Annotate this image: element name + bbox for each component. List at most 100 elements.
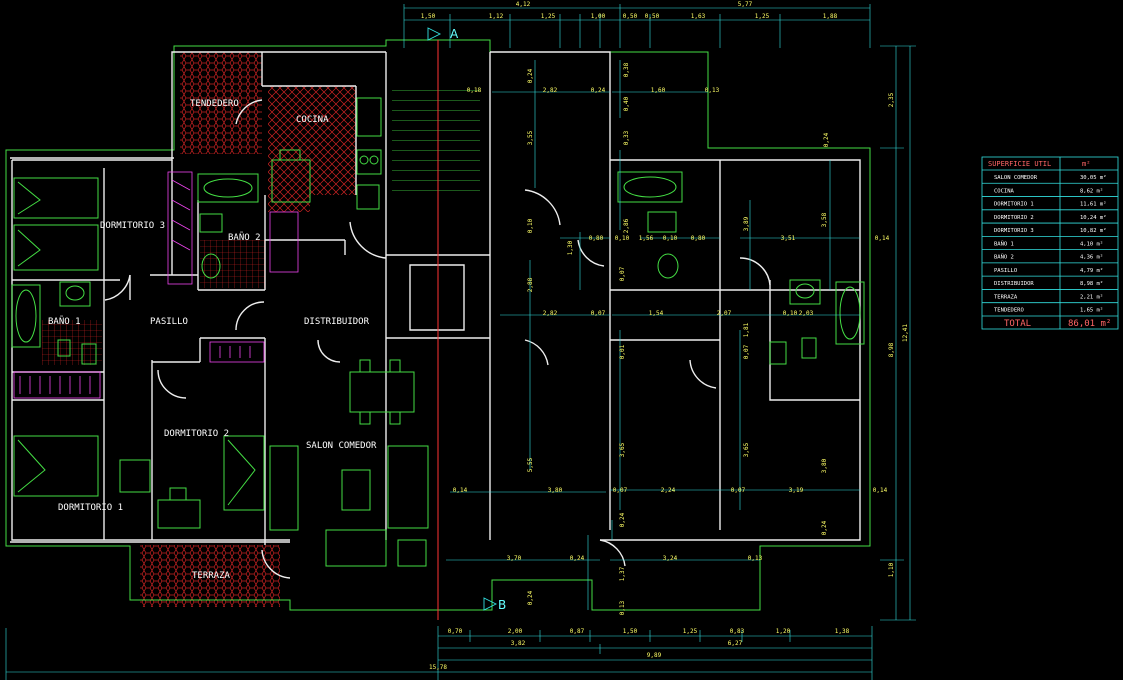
dim-int: 3,70 <box>507 555 522 562</box>
dim-int: 0,01 <box>619 344 626 359</box>
dim-bot-4: 1,50 <box>623 628 638 635</box>
bano1-hatch <box>42 320 102 365</box>
table-row-name: COCINA <box>994 188 1015 194</box>
cocina-hatch <box>268 86 356 212</box>
dim-right-2: 8,98 <box>888 342 895 357</box>
table-row-value: 4,36 m² <box>1080 254 1103 261</box>
dim-int: 2,82 <box>543 87 558 94</box>
section-mark-a: A <box>450 27 459 41</box>
table-header-label: SUPERFICIE UTIL <box>988 160 1051 168</box>
dim-int: 1,60 <box>651 87 666 94</box>
table-row-value: 2,21 m² <box>1080 293 1103 300</box>
dim-int: 0,13 <box>619 600 626 615</box>
dim-int: 0,07 <box>743 344 750 359</box>
terraza-hatch <box>140 545 280 607</box>
dimension-texts: 4,12 5,77 1,50 1,12 1,25 1,00 0,50 0,50 … <box>421 1 909 671</box>
table-row-name: BAÑO 1 <box>994 240 1014 247</box>
dim-int: 2,03 <box>799 310 814 317</box>
dim-right-3: 1,10 <box>888 562 895 577</box>
room-label-pasillo: PASILLO <box>150 317 188 327</box>
dim-bot-3: 0,87 <box>570 628 585 635</box>
dim-int: 0,24 <box>591 87 606 94</box>
table-row-value: 4,79 m² <box>1080 267 1103 274</box>
table-row-name: PASILLO <box>994 268 1017 274</box>
dim-int: 3,65 <box>619 442 626 457</box>
dim-int: 3,19 <box>789 487 804 494</box>
table-row-value: 8,62 m² <box>1080 187 1103 194</box>
bano2-hatch <box>200 240 265 288</box>
dim-top-1: 1,50 <box>421 13 436 20</box>
table-row-name: BAÑO 2 <box>994 254 1014 261</box>
dim-int: 1,56 <box>639 235 654 242</box>
dim-int: 0,24 <box>527 68 534 83</box>
dim-int: 2,88 <box>527 277 534 292</box>
dim-bot-row2-1: 3,82 <box>511 640 526 647</box>
table-total-value: 86,01 m² <box>1068 319 1111 329</box>
dim-int: 3,89 <box>743 216 750 231</box>
dim-bot-2: 2,00 <box>508 628 523 635</box>
dim-top-4: 1,00 <box>591 13 606 20</box>
dim-int: 0,10 <box>527 218 534 233</box>
table-row-value: 1,65 m² <box>1080 307 1103 314</box>
dim-int: 1,37 <box>619 566 626 581</box>
dim-int: 0,07 <box>619 266 626 281</box>
dim-int: 0,07 <box>591 310 606 317</box>
dim-int: 0,24 <box>527 590 534 605</box>
dim-int: 0,80 <box>691 235 706 242</box>
dim-int: 3,55 <box>527 130 534 145</box>
table-row-value: 30,05 m² <box>1080 174 1107 181</box>
dim-bot-row4: 15,78 <box>429 664 447 671</box>
dim-top-3: 1,25 <box>541 13 556 20</box>
dim-int: 3,65 <box>743 442 750 457</box>
table-row-name: DORMITORIO 3 <box>994 228 1034 234</box>
table-row-value: 11,61 m² <box>1080 201 1107 208</box>
dim-bot-6: 0,83 <box>730 628 745 635</box>
dim-bot-row2-2: 6,27 <box>728 640 743 647</box>
dim-top-5: 0,50 <box>623 13 638 20</box>
room-label-distribuidor: DISTRIBUIDOR <box>304 317 370 327</box>
room-label-salon: SALON COMEDOR <box>306 441 377 451</box>
closets <box>13 171 299 399</box>
dim-int: 0,13 <box>705 87 720 94</box>
dim-bot-8: 1,38 <box>835 628 850 635</box>
room-label-cocina: COCINA <box>296 115 329 125</box>
dim-bot-1: 0,70 <box>448 628 463 635</box>
room-label-tendedero: TENDEDERO <box>190 99 239 109</box>
dim-int: 0,10 <box>783 310 798 317</box>
room-label-dormitorio1: DORMITORIO 1 <box>58 503 123 513</box>
room-label-dormitorio2: DORMITORIO 2 <box>164 429 229 439</box>
dim-top-9: 1,88 <box>823 13 838 20</box>
dim-right-outer: 12,41 <box>902 324 909 342</box>
dim-int: 3,58 <box>821 212 828 227</box>
dim-right-1: 2,35 <box>888 92 895 107</box>
tendedero-hatch <box>180 52 262 154</box>
room-label-dormitorio3: DORMITORIO 3 <box>100 221 165 231</box>
room-label-bano1: BAÑO 1 <box>48 316 81 327</box>
dim-int: 0,24 <box>570 555 585 562</box>
section-mark-b: B <box>498 598 506 612</box>
dim-int: 0,07 <box>613 487 628 494</box>
dim-int: 5,55 <box>527 457 534 472</box>
dim-int: 0,24 <box>619 512 626 527</box>
dim-bot-row3: 9,89 <box>647 652 662 659</box>
table-row-name: DISTRIBUIDOR <box>994 281 1034 287</box>
dim-top-7: 1,63 <box>691 13 706 20</box>
dim-int: 0,10 <box>615 235 630 242</box>
dim-int: 0,24 <box>821 520 828 535</box>
dim-int: 0,07 <box>731 487 746 494</box>
dim-int: 2,86 <box>623 218 630 233</box>
room-label-terraza: TERRAZA <box>192 571 231 581</box>
furniture <box>11 82 865 567</box>
dim-int: 0,10 <box>663 235 678 242</box>
dim-top-outer-2: 5,77 <box>738 1 753 8</box>
dim-int: 0,14 <box>453 487 468 494</box>
dim-int: 0,33 <box>623 130 630 145</box>
table-row-value: 8,98 m² <box>1080 280 1103 287</box>
table-row-name: TERRAZA <box>994 294 1018 300</box>
table-header-unit: m² <box>1082 160 1090 168</box>
dim-int: 3,24 <box>663 555 678 562</box>
room-label-bano2: BAÑO 2 <box>228 232 261 243</box>
dim-int: 2,82 <box>543 310 558 317</box>
